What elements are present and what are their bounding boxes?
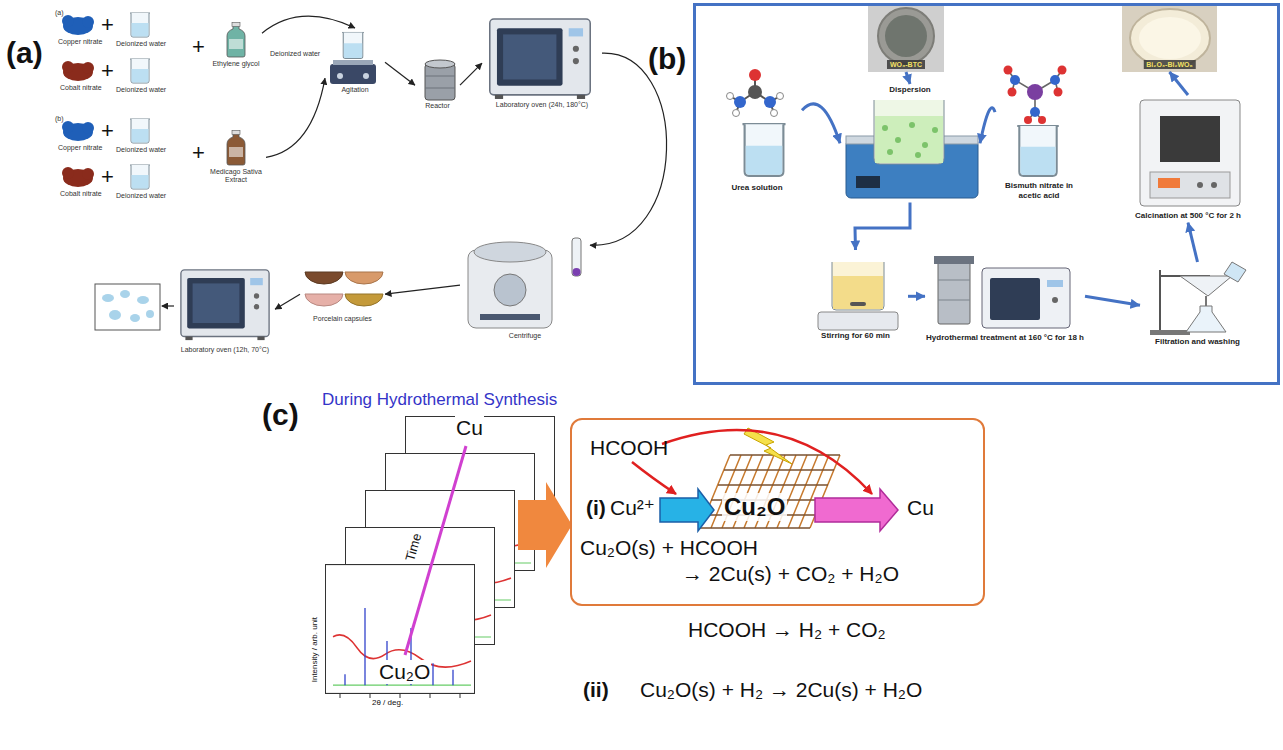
plus-sign: +: [101, 12, 114, 37]
process-step: Porcelain capsules: [300, 263, 385, 325]
reagent-label: Cobalt nitrate: [60, 190, 102, 198]
photo-label: WO₃-BTC: [887, 60, 925, 69]
reagent-label: Deionized water: [116, 146, 166, 154]
process-step: Centrifuge: [460, 228, 590, 342]
reagent-label: Deionized water: [116, 86, 166, 94]
step-caption: Laboratory oven (24h, 180°C): [482, 101, 602, 111]
step-caption: Calcination at 500 °C for 2 h: [1118, 210, 1258, 223]
flow-arrow: [980, 108, 995, 144]
process-step: Filtration and washing: [1140, 262, 1255, 349]
panel-letter: (a): [6, 36, 43, 71]
flow-arrow: [802, 104, 840, 143]
reagent-label: Deionized water: [116, 40, 166, 48]
phase-label: Cu₂O: [722, 493, 787, 521]
process-step: Stirring for 60 min: [803, 250, 908, 343]
plus-sign: +: [101, 118, 114, 143]
flow-arrow: [385, 285, 460, 294]
product-label: Cu: [907, 496, 934, 520]
flow-arrow: [460, 63, 482, 85]
sub-panel-letter: (a): [55, 9, 64, 17]
process-step: Laboratory oven (12h, 70°C): [175, 262, 275, 356]
step-caption: Bismuth nitrate in acetic acid: [995, 180, 1083, 202]
reaction-equation: HCOOH → H₂ + CO₂: [688, 618, 886, 642]
sub-panel-letter: (b): [55, 115, 64, 123]
reagent-label: Deionized water: [116, 192, 166, 200]
photo-label: Bi₂O₃-Bi₂WO₆: [1143, 60, 1195, 69]
reagent-step: Urea solution: [712, 66, 802, 195]
step-caption: Urea solution: [712, 182, 802, 195]
phase-label: Cu₂O: [378, 660, 431, 684]
flow-arrow: [908, 295, 925, 298]
flow-arrow: [1085, 296, 1140, 305]
reagent-step: Bismuth nitrate in acetic acid: [995, 62, 1083, 202]
step-caption: Ethylene glycol: [210, 60, 262, 70]
reactant-label: HCOOH: [590, 436, 668, 460]
reagent-label: Cobalt nitrate: [60, 84, 102, 92]
flow-arrow: [275, 294, 300, 309]
sample-photo: WO₃-BTC: [868, 6, 944, 72]
process-step: Hydrothermal treatment at 160 °C for 18 …: [925, 248, 1085, 345]
process-step: Reactor: [415, 58, 460, 112]
flow-arrow: [1170, 72, 1189, 95]
panel-title: During Hydrothermal Synthesis: [322, 390, 557, 410]
step-caption: Agitation: [325, 86, 385, 96]
plus-sign: +: [101, 58, 114, 83]
mechanism-box: HCOOH (i)Cu²⁺ Cu₂O CuCu₂O(s) + HCOOH→ 2Cu(s…: [570, 418, 985, 606]
plus-sign: +: [192, 140, 205, 165]
flow-arrow: [1188, 223, 1198, 262]
step-caption: Stirring for 60 min: [803, 330, 908, 343]
step-caption: Dispersion: [840, 84, 980, 97]
flow-arrow: [385, 62, 415, 85]
reagent-bottle: Ethylene glycol: [210, 20, 262, 70]
axis-annotation: Time: [403, 532, 425, 563]
step-caption: Laboratory oven (12h, 70°C): [175, 346, 275, 356]
process-step: Agitation: [325, 28, 385, 96]
process-step: Laboratory oven (24h, 180°C): [482, 15, 602, 111]
flow-arrow: [590, 53, 667, 245]
reagent-label: Deionized water: [270, 50, 320, 58]
flow-arrow: [262, 16, 355, 33]
flow-arrow: [266, 78, 325, 157]
reaction-equation: Cu₂O(s) + HCOOH: [580, 536, 758, 560]
process-step: Dispersion: [840, 84, 980, 203]
axis-title: 2θ / deg.: [372, 698, 403, 707]
reaction-equation: → 2Cu(s) + CO₂ + H₂O: [682, 562, 899, 586]
step-caption: Hydrothermal treatment at 160 °C for 18 …: [925, 332, 1085, 345]
panel-letter: (c): [262, 398, 299, 433]
reaction-equation: Cu₂O(s) + H₂ → 2Cu(s) + H₂O: [640, 678, 922, 702]
step-caption: Porcelain capsules: [300, 315, 385, 325]
process-step: Calcination at 500 °C for 2 h: [1118, 95, 1258, 223]
panel-frame: (b)WO₃-BTCDispersionUrea solutionBismuth…: [693, 3, 1280, 385]
ion-label: Cu²⁺: [610, 496, 655, 520]
phase-label: Cu: [455, 416, 484, 440]
step-number: (ii): [583, 678, 609, 702]
step-caption: Medicago Sativa Extract: [206, 168, 266, 187]
step-number: (i): [586, 496, 606, 520]
reagent-label: Copper nitrate: [58, 38, 102, 46]
panel-letter: (b): [648, 42, 686, 76]
step-caption: Centrifuge: [460, 332, 590, 342]
reagent-label: Copper nitrate: [58, 144, 102, 152]
reagent-bottle: Medicago Sativa Extract: [206, 128, 266, 187]
plus-sign: +: [101, 164, 114, 189]
sample-photo: Bi₂O₃-Bi₂WO₆: [1122, 6, 1217, 72]
flow-arrow: [906, 72, 910, 84]
plus-sign: +: [192, 34, 205, 59]
step-caption: Reactor: [415, 102, 460, 112]
step-caption: Filtration and washing: [1140, 336, 1255, 349]
flow-arrow: [855, 203, 910, 250]
axis-title: Intensity / arb. unit: [310, 617, 319, 682]
